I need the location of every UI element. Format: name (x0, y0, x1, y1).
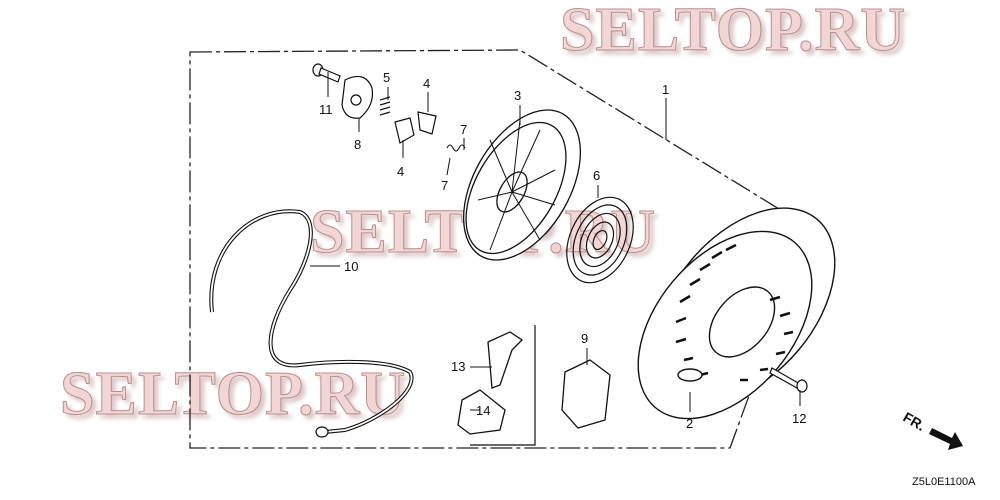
part-grip-13 (487, 331, 524, 389)
callout-11: 11 (319, 102, 333, 117)
diagram-code: Z5L0E1100A (912, 476, 976, 488)
part-spring-5 (379, 96, 391, 116)
callout-4b: 4 (397, 164, 404, 179)
bracket-line (470, 325, 536, 446)
part-bolt-11 (312, 63, 341, 83)
part-handle-14 (457, 389, 506, 435)
callout-10: 10 (344, 259, 358, 274)
callout-5: 5 (383, 70, 390, 85)
rope-end (315, 426, 329, 438)
part-bolt-12 (769, 367, 808, 393)
arrow-icon (929, 428, 963, 450)
callout-12: 12 (792, 411, 806, 426)
callout-14: 14 (476, 403, 490, 418)
callout-3: 3 (514, 88, 521, 103)
part-ratchet-4b (394, 117, 415, 144)
part-reel-3 (462, 109, 582, 261)
part-spiral-spring-6 (566, 196, 634, 284)
part-rope-10-inner (210, 210, 413, 433)
front-direction-indicator: FR. (901, 409, 963, 450)
front-label: FR. (901, 409, 929, 434)
callout-4a: 4 (423, 76, 430, 91)
callout-9: 9 (581, 331, 588, 346)
callout-7b: 7 (441, 178, 448, 193)
part-friction-plate-8 (341, 75, 374, 119)
part-handle-9 (561, 359, 611, 429)
watermark-3: SELTOP.RU (60, 360, 406, 428)
callout-6: 6 (593, 168, 600, 183)
watermark-1: SELTOP.RU (560, 0, 906, 64)
callout-7a: 7 (460, 122, 467, 137)
leader-lines (310, 72, 801, 412)
callout-1: 1 (662, 82, 669, 97)
callout-2: 2 (686, 416, 693, 431)
part-housing-2 (637, 207, 836, 420)
part-spring-7 (446, 144, 466, 152)
callout-8: 8 (354, 137, 361, 152)
callout-13: 13 (451, 359, 465, 374)
part-ratchet-4a (417, 111, 437, 135)
